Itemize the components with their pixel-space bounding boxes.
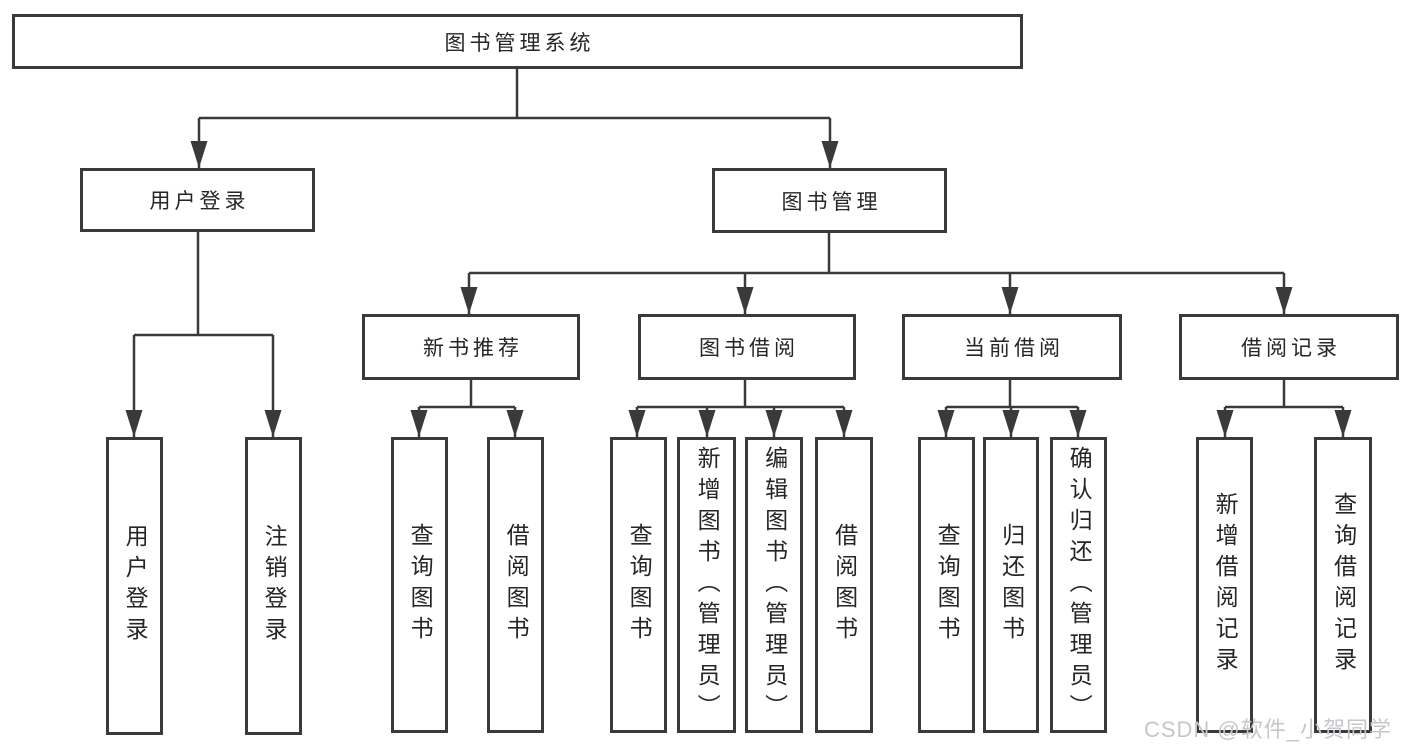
node-query-book-borrowing: 查询图书 [610, 437, 667, 733]
leaf-label: 编辑图书（管理员） [761, 445, 788, 725]
node-borrow-book-recommend: 借阅图书 [487, 437, 544, 733]
node-root: 图书管理系统 [12, 14, 1023, 69]
node-user-login: 用户登录 [80, 168, 315, 232]
leaf-label: 新增借阅记录 [1212, 492, 1239, 678]
node-book-borrowing: 图书借阅 [638, 314, 856, 380]
node-query-book-recommend: 查询图书 [391, 437, 448, 733]
node-return-book: 归还图书 [983, 437, 1039, 733]
node-query-book-current: 查询图书 [918, 437, 975, 733]
leaf-label: 查询借阅记录 [1330, 492, 1357, 678]
node-user-login-leaf: 用户登录 [106, 437, 163, 735]
node-book-management: 图书管理 [712, 168, 947, 233]
node-query-borrow-record: 查询借阅记录 [1314, 437, 1372, 733]
node-add-book-admin: 新增图书（管理员） [677, 437, 736, 733]
leaf-label: 归还图书 [998, 523, 1025, 647]
leaf-label: 注销登录 [261, 524, 288, 648]
node-edit-book-admin: 编辑图书（管理员） [745, 437, 803, 733]
node-confirm-return-admin: 确认归还（管理员） [1050, 437, 1107, 733]
leaf-label: 用户登录 [122, 524, 149, 648]
connector-rails [134, 69, 1343, 409]
leaf-label: 查询图书 [934, 523, 961, 647]
node-add-borrow-record: 新增借阅记录 [1196, 437, 1253, 733]
leaf-label: 借阅图书 [503, 523, 530, 647]
csdn-watermark: CSDN @软件_小贺同学 [1143, 717, 1392, 742]
leaf-label: 借阅图书 [831, 523, 858, 647]
node-logout: 注销登录 [245, 437, 302, 735]
node-borrow-book: 借阅图书 [815, 437, 873, 733]
leaf-label: 查询图书 [407, 523, 434, 647]
node-borrow-records: 借阅记录 [1179, 314, 1399, 380]
leaf-label: 新增图书（管理员） [694, 445, 721, 725]
leaf-label: 查询图书 [626, 523, 653, 647]
node-new-book-recommend: 新书推荐 [362, 314, 580, 380]
leaf-label: 确认归还（管理员） [1066, 445, 1093, 725]
node-current-borrowing: 当前借阅 [902, 314, 1122, 380]
